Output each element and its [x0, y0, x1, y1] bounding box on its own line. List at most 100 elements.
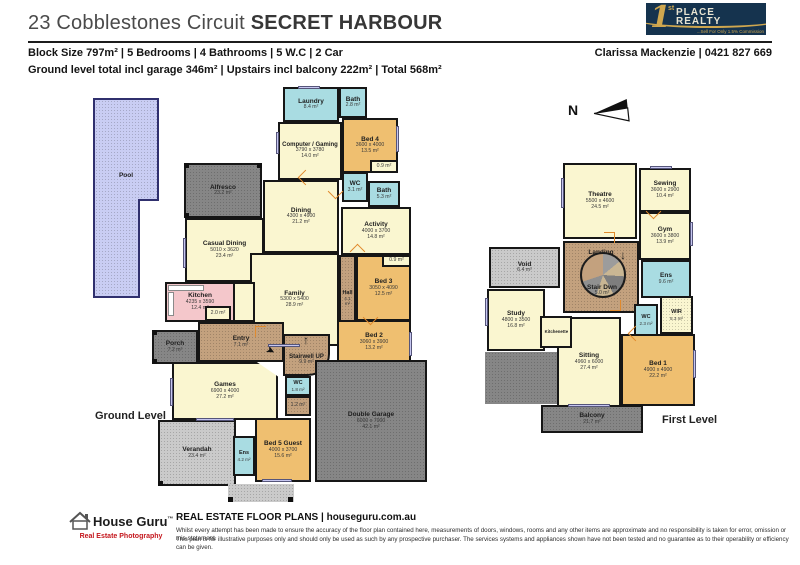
room-balcony: Balcony 21.7 m² [541, 405, 643, 433]
room-laundry: Laundry 8.4 m² [283, 87, 339, 122]
room-dims: 4800 x 3500 [501, 316, 531, 323]
room-area: 2.8 m² [345, 102, 361, 109]
window-marker [196, 418, 234, 421]
room-dims: 4960 x 6000 [574, 358, 604, 365]
room-area: 1.2 m² [290, 402, 306, 409]
window-marker [693, 350, 696, 378]
window-marker [396, 126, 399, 152]
property-specs-row: Block Size 797m² | 5 Bedrooms | 4 Bathro… [28, 47, 772, 59]
room-bed3-robe: 0.9 m² [382, 255, 411, 267]
room-area: 5.3 m² [376, 193, 392, 200]
room-name: Entry [232, 335, 250, 343]
room-area: 4.1 m² [344, 295, 351, 307]
room-dims: 3600 x 2900 [650, 186, 680, 193]
window-marker [568, 404, 610, 407]
room-name: Dining [290, 206, 312, 214]
room-name: Games [214, 381, 236, 389]
disclaimer-line1: Whilst every attempt has been made to en… [176, 527, 787, 543]
window-marker [268, 344, 300, 347]
room-area: 15.6 m² [274, 452, 292, 459]
north-arrow-icon [593, 98, 630, 122]
title-divider [28, 41, 772, 43]
room-name: Family [284, 289, 305, 297]
trademark-symbol: ™ [167, 516, 174, 523]
room-name: Activity [364, 221, 388, 229]
room-bed2: Bed 2 3060 x 3900 13.2 m² [337, 320, 411, 364]
room-verandah: Verandah 23.4 m² [158, 420, 236, 486]
window-marker [183, 238, 186, 268]
room-name: Computer / Gaming [282, 141, 338, 148]
brand-text: House Guru [93, 514, 168, 529]
page-title: 23 Cobblestones Circuit SECRET HARBOUR [28, 12, 442, 35]
first-level-label: First Level [662, 414, 718, 426]
room-dims: 5500 x 4600 [585, 197, 615, 204]
room-area: 28.9 m² [285, 302, 304, 309]
logo-swoosh [646, 10, 766, 28]
room-name: WIR [671, 309, 682, 316]
window-marker [561, 178, 564, 208]
room-kitchen-bench-zone [233, 282, 255, 322]
room-ens-ground: Ens 4.2 m² [233, 436, 255, 476]
window-marker [262, 479, 292, 482]
room-hall: Hall 4.1 m² [339, 255, 356, 341]
room-name: Kitchen [188, 292, 212, 300]
room-area: 14.8 m² [367, 233, 385, 240]
room-area: 2.3 m² [639, 320, 653, 326]
room-area: 7.2 m² [167, 346, 183, 353]
room-sewing: Sewing 3600 x 2900 10.4 m² [639, 168, 691, 212]
room-name: Balcony [579, 412, 605, 420]
room-wir: WIR 5.3 m² [660, 296, 693, 334]
room-area: 13.9 m² [656, 238, 674, 245]
stair-down-arrow: ↓ [620, 248, 626, 262]
kitchen-bench [168, 292, 174, 316]
room-name: Bed 4 [361, 135, 379, 143]
door-marker [604, 232, 615, 243]
room-gym: Gym 3600 x 3800 13.9 m² [639, 212, 691, 260]
agency-logo: 1 st PLACE REALTY ...Sell For Only 1.5% … [646, 3, 766, 35]
room-name: WC [293, 380, 303, 387]
stair-down-label: Stair Dwn 5.0 m² [572, 284, 632, 297]
room-bed5-guest: Bed 5 Guest 4000 x 3700 15.6 m² [255, 418, 311, 482]
room-name: WC [641, 314, 651, 321]
room-dims: 5300 x 5400 [280, 296, 309, 303]
room-study: Study 4800 x 3500 16.8 m² [487, 289, 545, 351]
room-bed4-robe: 0.9 m² [370, 160, 398, 173]
room-alfresco: Alfresco 23.2 m² [184, 163, 262, 218]
suburb-text: SECRET HARBOUR [250, 12, 443, 34]
room-area: 21.7 m² [583, 418, 601, 425]
room-name: Verandah [182, 446, 212, 454]
room-area: 12.4 m² [191, 304, 209, 311]
room-area: 9.9 m² [299, 359, 314, 366]
ground-level-label: Ground Level [95, 410, 166, 422]
room-name: Gym [657, 226, 673, 234]
room-sitting: Sitting 4960 x 6000 27.4 m² [557, 317, 621, 407]
room-dims: 6900 x 4000 [210, 387, 240, 394]
room-area: 42.1 m² [362, 423, 380, 430]
room-porch: Porch 7.2 m² [152, 330, 198, 364]
room-area: 13.2 m² [365, 344, 383, 351]
room-dims: 4300 x 4900 [286, 213, 316, 220]
room-games: Games 6900 x 4000 27.2 m² [172, 362, 278, 420]
room-name: Porch [165, 340, 185, 348]
room-name: Ens [660, 272, 672, 280]
door-marker [255, 326, 266, 337]
room-area: 4.2 m² [237, 456, 251, 462]
room-dims: 4900 x 4900 [643, 366, 673, 373]
room-wc-stair: WC 1.8 m² [285, 376, 311, 396]
room-area: 9.6 m² [658, 278, 674, 285]
room-area: 21.2 m² [292, 219, 310, 226]
stair-down-circle [580, 252, 626, 298]
room-name: Bed 5 Guest [264, 440, 302, 448]
room-name: Bath [345, 95, 361, 103]
room-name: Study [506, 310, 526, 318]
room-entry: Entry 7.1 m² [198, 322, 284, 362]
room-void: Void 6.4 m² [489, 247, 560, 288]
stair-up-arrow: ↑ [303, 333, 309, 347]
pillar [152, 330, 157, 335]
logo-ordinal: st [668, 5, 675, 12]
room-area: 23.4 m² [188, 452, 206, 459]
window-marker [650, 166, 672, 169]
room-bath-mid: Bath 5.3 m² [368, 181, 400, 207]
pillar [184, 163, 189, 168]
